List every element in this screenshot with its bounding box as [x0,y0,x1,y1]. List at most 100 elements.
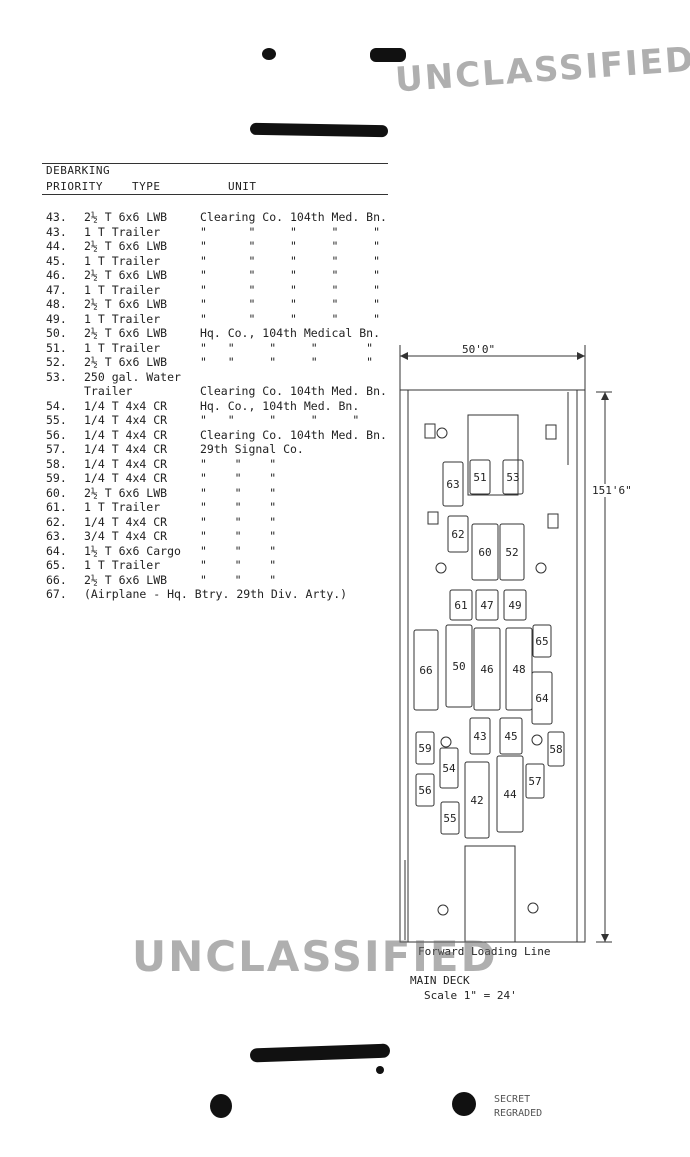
vehicle-position: 45 [499,717,523,755]
vehicle-number: 45 [504,730,517,743]
row-priority: 57. [46,442,67,456]
hatch-forward [467,414,519,496]
vehicle-position: 60 [471,523,499,581]
table-row: 45. 1 T Trailer " " " " " [46,254,380,268]
table-row: 49.1 T Trailer" " " " " [46,312,380,326]
vehicle-number: 65 [535,635,548,648]
row-unit: " " " " " [200,224,381,239]
table-row: 64. 1½ T 6x6 Cargo " " " [46,544,276,558]
scale-label: Scale 1" = 24' [424,989,517,1002]
table-row: 55.1/4 T 4x4 CR" " " " " [46,413,359,427]
vehicle-position: 61 [449,589,473,621]
redaction-mark [376,1066,384,1074]
vehicle-number: 46 [480,663,493,676]
vehicle-number: 42 [470,794,483,807]
row-priority: 60. [46,485,67,500]
row-unit: " " " [200,543,277,558]
row-priority: 55. [46,413,67,427]
row-priority: 45. [46,253,67,268]
table-row: 48.2½ T 6x6 LWB" " " " " [46,297,380,311]
table-row: 46.2½ T 6x6 LWB" " " " " [46,268,380,282]
vehicle-position: 51 [469,459,491,495]
row-unit: " " " " " [200,282,381,297]
row-unit: " " " " " [200,253,381,268]
row-unit: " " " [200,514,277,529]
footer-marking: SECRET [494,1094,531,1105]
hatch-aft [464,845,516,943]
vehicle-number: 54 [442,762,456,775]
row-type: 3/4 T 4x4 CR [84,529,168,543]
row-priority: 64. [46,543,67,558]
row-type: 1 T Trailer [84,282,161,297]
row-priority: 43. [46,224,67,239]
row-unit: Clearing Co. 104th Med. Bn. [200,384,387,398]
row-unit: " " " [200,529,277,543]
vehicle-position: 44 [496,755,524,833]
row-unit: " " " " " [200,340,374,355]
vehicle-position: 57 [525,763,545,799]
row-unit: " " " [200,558,277,572]
vehicle-position: 58 [547,731,565,767]
column-header-priority: PRIORITY [46,180,103,193]
row-priority: 62. [46,514,67,529]
row-type: 2½ T 6x6 LWB [84,572,168,587]
row-priority: 50. [46,326,67,340]
row-type: Trailer [84,384,133,398]
row-unit: " " " [200,572,277,587]
classification-stamp: UNCLASSIFIED [132,932,498,981]
table-row: 43.1 T Trailer" " " " " [46,225,380,239]
vehicle-number: 64 [535,692,549,705]
redaction-mark [262,48,276,60]
row-type: 1 T Trailer [84,340,161,355]
row-priority: 53. [46,369,67,384]
table-row: 61.1 T Trailer" " " [46,500,276,514]
vehicle-position: 63 [442,461,464,507]
table-row: 66.2½ T 6x6 LWB" " " [46,573,276,587]
row-type: 1 T Trailer [84,253,161,268]
vehicle-number: 62 [451,528,464,541]
vehicle-number: 47 [480,599,493,612]
row-priority: 54. [46,398,67,413]
row-priority: 48. [46,297,67,311]
row-unit: Clearing Co. 104th Med. Bn. [200,210,387,224]
row-priority: 44. [46,239,67,253]
vehicle-number: 60 [478,546,491,559]
width-label: 50'0" [462,343,496,356]
row-priority: 47. [46,282,67,297]
footer-marking: REGRADED [494,1108,543,1119]
vehicle-number: 52 [505,546,518,559]
table-row: 62. 1/4 T 4x4 CR " " " [46,515,276,529]
redaction-mark [210,1094,232,1118]
table-row: 44.2½ T 6x6 LWB" " " " " [46,239,380,253]
header-rule [42,163,388,164]
row-type: 1/4 T 4x4 CR [84,413,168,427]
vehicle-number: 58 [549,743,562,756]
row-unit: Hq. Co., 104th Medical Bn. [200,326,381,340]
column-header-type: TYPE [132,180,161,193]
vehicle-number: 55 [443,812,456,825]
vehicle-position: 43 [469,717,491,755]
row-type: 1 T Trailer [84,311,161,326]
vehicle-number: 49 [508,599,521,612]
vehicle-position: 56 [415,773,435,807]
vehicle-position: 49 [503,589,527,621]
row-type: 2½ T 6x6 LWB [84,210,168,224]
row-type: 1 T Trailer [84,558,161,572]
redaction-mark [452,1092,476,1116]
row-type: 2½ T 6x6 LWB [84,485,168,500]
redaction-mark [370,48,406,62]
vehicle-number: 51 [473,471,486,484]
row-type: 1/4 T 4x4 CR [84,514,168,529]
vehicle-position: 48 [505,627,533,711]
table-row: 63.3/4 T 4x4 CR" " " [46,529,276,543]
vehicle-number: 43 [473,730,486,743]
vehicle-position: 64 [531,671,553,725]
table-row: 51.1 T Trailer" " " " " [46,341,373,355]
row-type: 1½ T 6x6 Cargo [84,543,181,558]
row-priority: 43. [46,210,67,224]
row-type: 2½ T 6x6 LWB [84,239,168,253]
row-type: 2½ T 6x6 LWB [84,355,168,369]
